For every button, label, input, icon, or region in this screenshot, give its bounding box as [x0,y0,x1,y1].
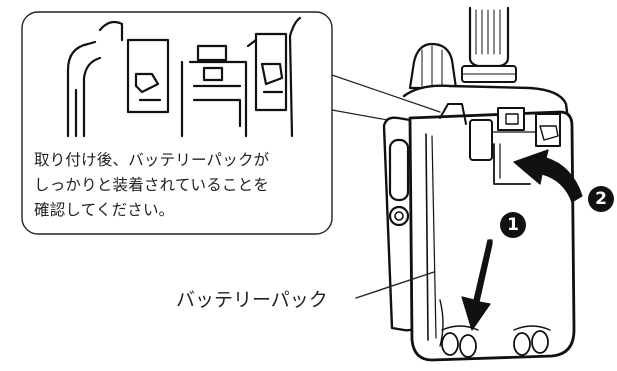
label-leader-line [355,271,435,299]
callout-line-3: 確認してください。 [34,201,175,219]
callout-line-2: しっかりと装着されていることを [34,176,270,194]
callout-text: 取り付け後、バッテリーパックが しっかりと装着されていることを 確認してください… [34,148,334,223]
callout-zoom-detail [66,16,302,138]
callout-line-1: 取り付け後、バッテリーパックが [34,151,270,169]
step-2-badge: 2 [588,186,614,212]
battery-pack-label: バッテリーパック [176,289,328,311]
callout-bubble [21,11,441,235]
step-1-badge: 1 [500,212,526,238]
arrow-step-1 [461,239,493,331]
arrow-step-2 [513,149,583,203]
